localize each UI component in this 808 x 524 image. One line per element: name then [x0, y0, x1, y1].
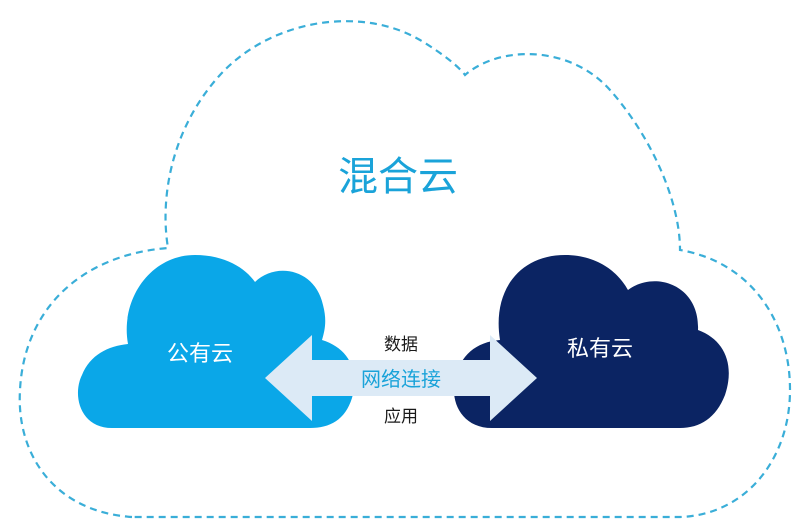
double-arrow-shape — [265, 335, 537, 421]
application-label: 应用 — [384, 407, 418, 427]
page-title: 混合云 — [338, 154, 458, 200]
connection-label: 网络连接 — [361, 367, 441, 391]
public-cloud-label: 公有云 — [167, 342, 233, 367]
private-cloud-label: 私有云 — [567, 337, 633, 362]
hybrid-cloud-outline — [18, 20, 792, 519]
data-label: 数据 — [384, 335, 418, 355]
network-connection-arrow: 网络连接 — [265, 335, 537, 421]
